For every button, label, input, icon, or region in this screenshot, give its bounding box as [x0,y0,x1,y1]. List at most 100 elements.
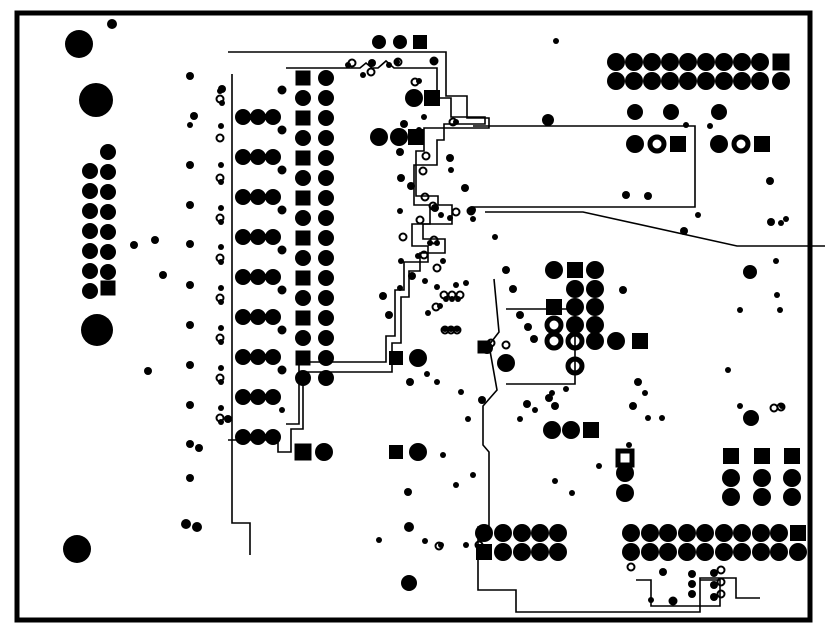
pad-square [723,448,739,464]
pad-layer [63,30,807,591]
small-triple-lower [543,421,580,439]
via [545,394,553,402]
pad-square [100,280,116,296]
pad-circle [63,535,91,563]
pad-circle [711,104,727,120]
pad-circle [566,280,584,298]
bga-cluster-round [545,261,625,350]
via [159,271,167,279]
pad-circle [722,488,740,506]
mid-left-component-round [409,349,427,367]
pad-square [295,110,311,126]
via [461,184,469,192]
via-annulus [668,596,678,606]
pad-circle [743,265,757,279]
small-triple-lower-square [583,422,599,438]
via [218,123,224,129]
pad-circle [409,443,427,461]
via [707,123,713,129]
pad-circle [250,349,266,365]
via [516,311,524,319]
via [773,258,779,264]
via [279,247,285,253]
pad-circle [715,543,733,561]
pad-circle [770,543,788,561]
pad-circle [627,104,643,120]
via-annulus [215,333,225,343]
pad-circle [295,170,311,186]
via [453,482,459,488]
via-annulus [215,373,225,383]
via [431,58,437,64]
pad-circle [100,224,116,240]
pad-circle [783,469,801,487]
pad-circle [318,170,334,186]
pad-circle [513,524,531,542]
pad-circle [586,332,604,350]
pad-circle [295,90,311,106]
via-annulus [429,56,439,66]
bottom-right-header-pin1-square [790,525,806,541]
pad-ring [565,356,585,376]
via-annulus [215,253,225,263]
via [710,569,718,577]
top-right-header-row-top [607,53,769,71]
via-annulus [455,290,465,300]
via [386,62,392,68]
top-right-header-pin1-square [772,53,790,71]
via [416,127,422,133]
via [737,403,743,409]
via [376,537,382,543]
via [408,272,416,280]
center-mid-pair [370,128,408,146]
pad-circle [696,524,714,542]
pad-circle [390,128,408,146]
via [400,120,408,128]
bottom-right-header-round-top [622,524,788,542]
pad-circle [607,53,625,71]
via [622,191,630,199]
via-annulus [420,192,430,202]
via [398,258,404,264]
pad-circle [566,316,584,334]
pad-circle [404,488,412,496]
pad-circle [607,72,625,90]
via [737,307,743,313]
via-annulus [626,562,636,572]
via [470,472,476,478]
right-osc-group-square [670,136,770,152]
pad-circle [372,35,386,49]
via-annulus [432,263,442,273]
via [379,292,387,300]
via [642,390,648,396]
via [218,325,224,331]
via [710,593,718,601]
pad-square [790,525,806,541]
pad-circle [404,522,414,532]
bottom-tab-plane [636,579,721,607]
pad-circle [318,370,334,386]
via [683,122,689,128]
pad-circle [616,484,634,502]
via [438,212,444,218]
via [766,177,774,185]
pad-circle [82,263,98,279]
pad-square [567,262,583,278]
pad-circle [543,421,561,439]
pad-circle [318,150,334,166]
via [190,112,198,120]
pad-circle [265,229,281,245]
via [695,212,701,218]
via-annulus [215,133,225,143]
pad-circle [586,280,604,298]
via [440,258,446,264]
via [688,580,696,588]
via-annulus [448,117,458,127]
via [551,402,559,410]
via-annulus [466,206,476,216]
via [360,72,366,78]
via [524,323,532,331]
via [224,415,232,423]
